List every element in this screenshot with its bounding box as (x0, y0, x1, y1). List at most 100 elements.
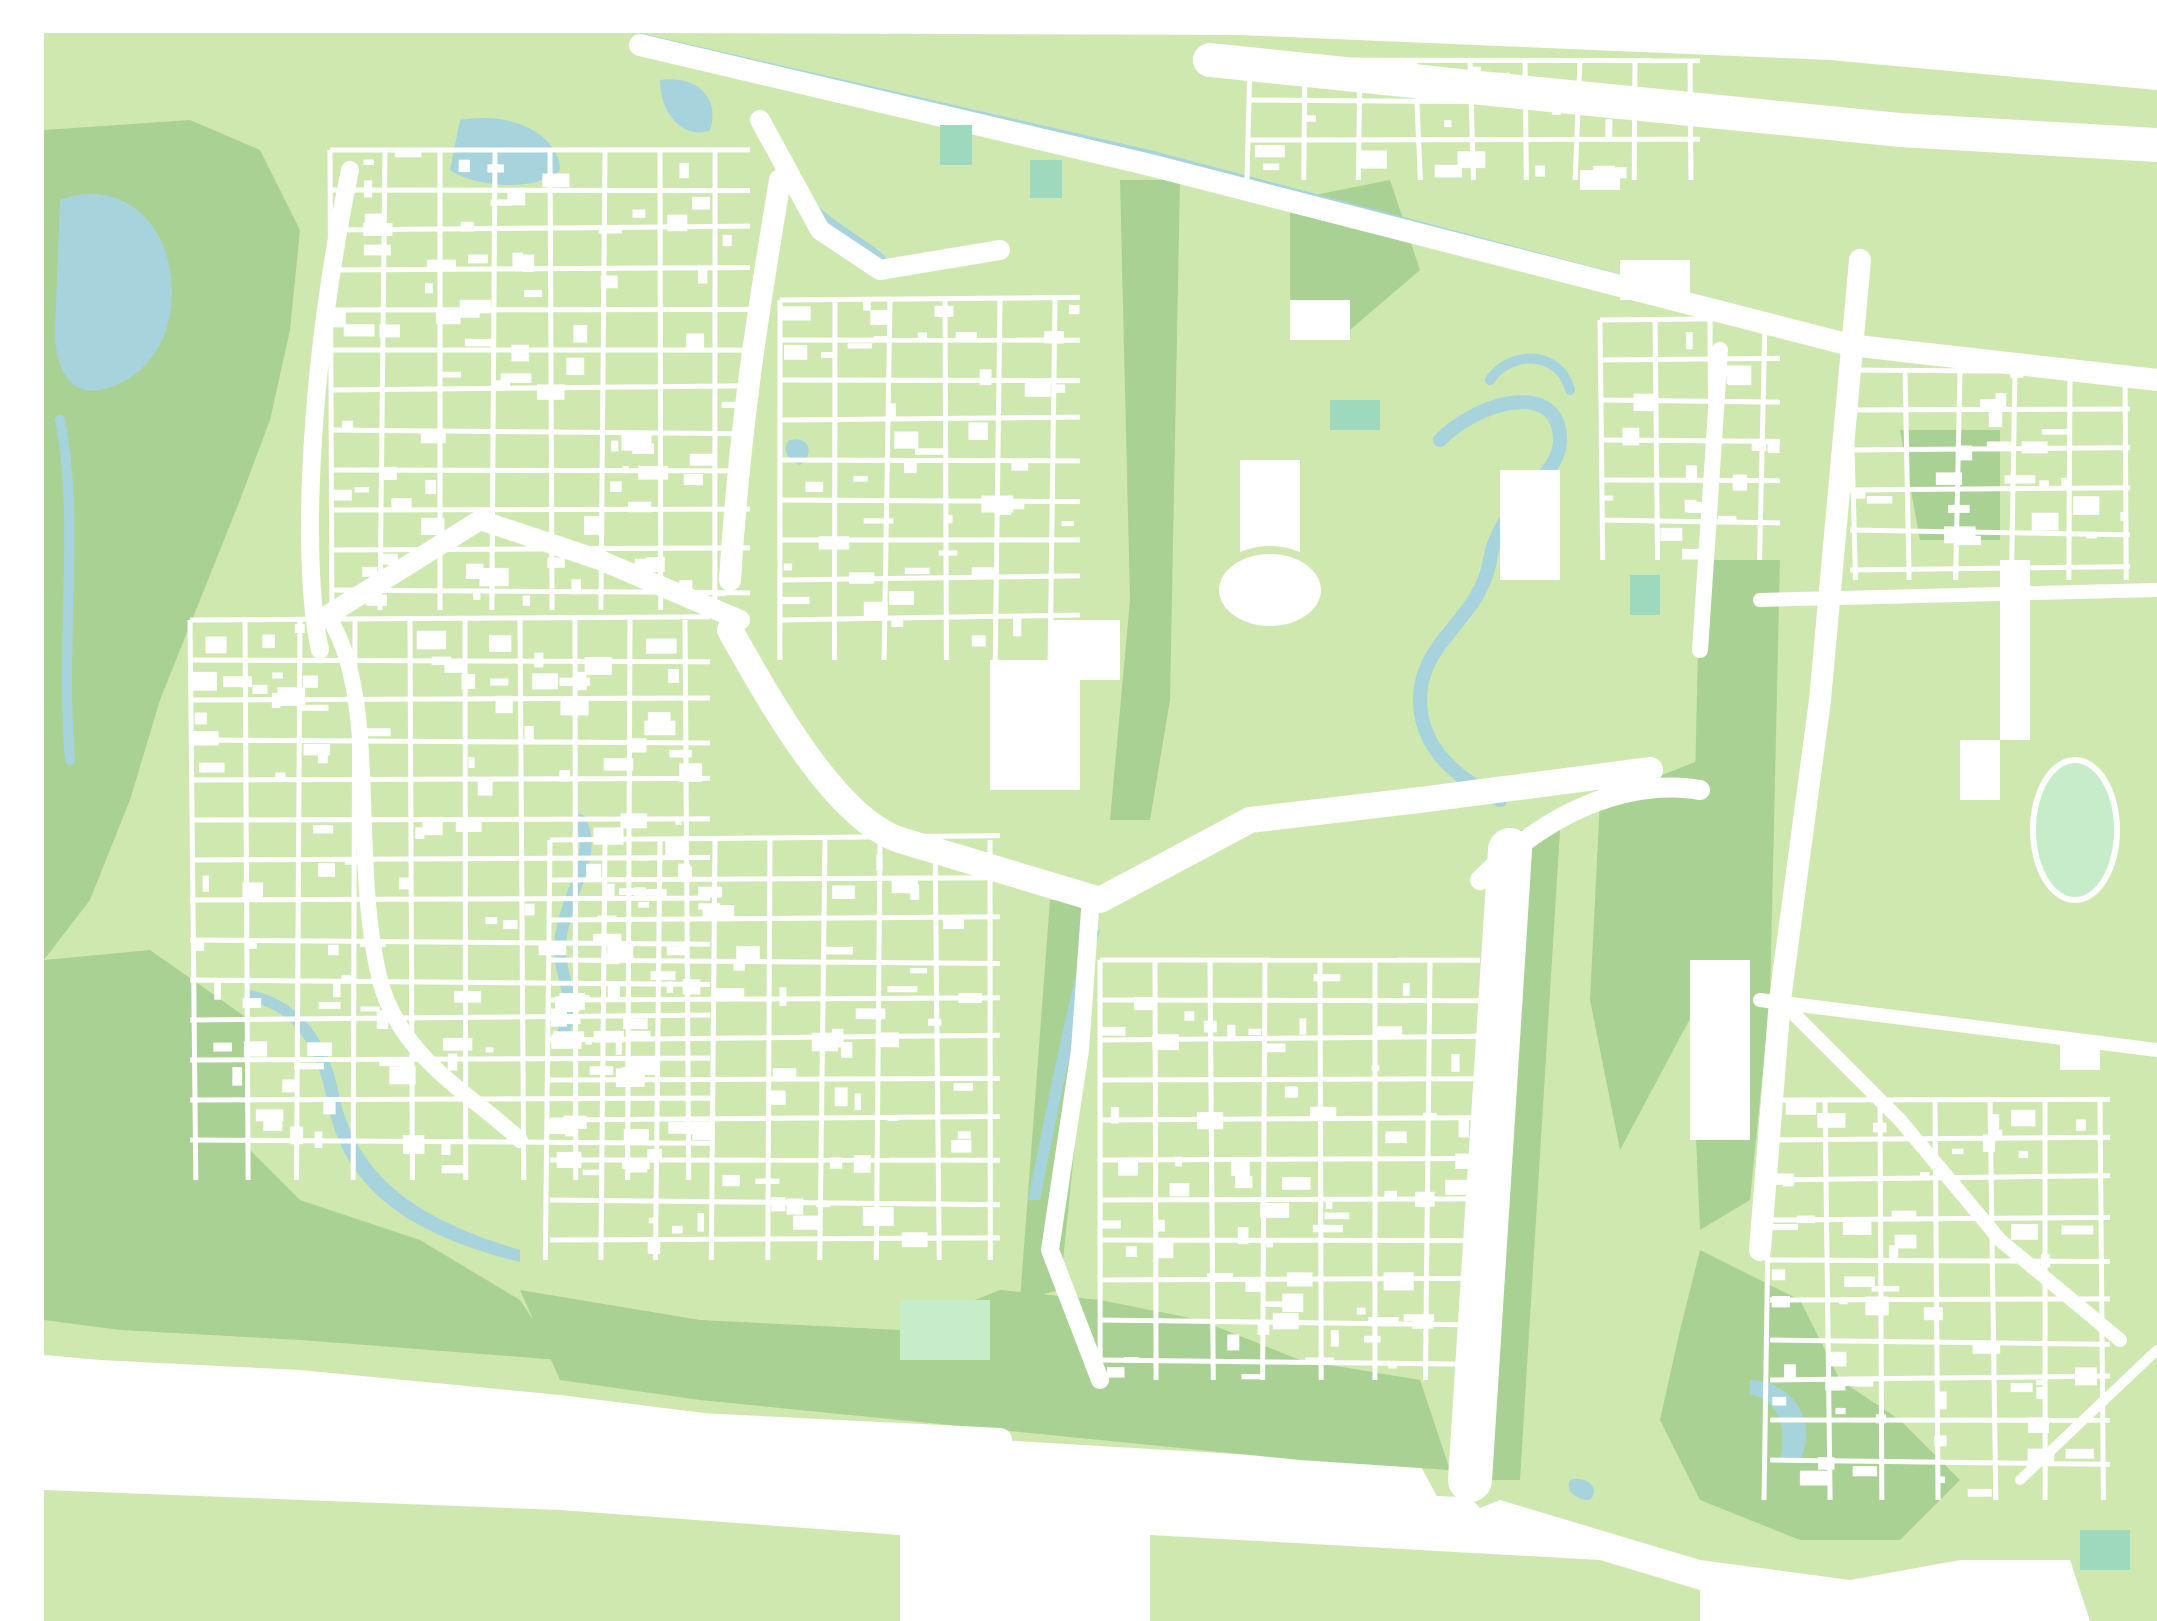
building (610, 481, 622, 492)
building (623, 1018, 648, 1030)
building (205, 636, 227, 654)
street (329, 427, 751, 437)
road-bridge (1470, 777, 1710, 890)
building (644, 720, 676, 736)
building (779, 987, 787, 1006)
building (489, 635, 512, 652)
building (909, 968, 927, 974)
building (821, 352, 837, 359)
street (932, 839, 942, 1261)
building (477, 778, 493, 796)
building (442, 371, 461, 378)
street (625, 619, 633, 1181)
building (1330, 1330, 1339, 1347)
building (1937, 1476, 1945, 1484)
building (1248, 1028, 1262, 1035)
building (2031, 512, 2059, 531)
building (668, 668, 679, 683)
building (542, 173, 570, 188)
building (968, 422, 988, 440)
building (460, 221, 474, 232)
building (1772, 1396, 1787, 1406)
building (821, 946, 853, 955)
building (522, 254, 535, 272)
building (894, 431, 919, 449)
building (1719, 365, 1752, 377)
building (294, 623, 305, 633)
building (1282, 1177, 1311, 1190)
building (1988, 1129, 2003, 1141)
building (847, 343, 872, 349)
pond-north-2 (660, 79, 713, 133)
street (881, 299, 893, 661)
building (507, 188, 526, 206)
street (489, 149, 498, 611)
building (1451, 1054, 1460, 1072)
building (455, 821, 482, 832)
street (652, 839, 663, 1261)
street (1301, 59, 1308, 181)
building (589, 1066, 614, 1075)
building (816, 1201, 830, 1208)
street (779, 294, 1081, 303)
highway-north (1193, 43, 2157, 162)
building (1227, 1024, 1236, 1039)
building (628, 501, 651, 513)
building (362, 728, 391, 737)
building (698, 903, 721, 910)
building (644, 889, 667, 896)
forest-center-strip (1110, 180, 1180, 820)
street (1099, 1155, 1481, 1163)
building (1771, 1296, 1790, 1308)
building (971, 635, 986, 647)
building (1844, 1276, 1875, 1287)
building (593, 933, 622, 946)
building (571, 579, 581, 595)
building (632, 209, 646, 218)
large-building (1690, 960, 1750, 1140)
street (1599, 397, 1781, 405)
building (698, 267, 708, 284)
building (378, 553, 398, 565)
building (333, 489, 352, 501)
building (360, 1006, 380, 1012)
building (692, 1121, 711, 1140)
building (1403, 62, 1414, 73)
building (1383, 1272, 1414, 1291)
building (1207, 1273, 1234, 1279)
building (714, 590, 726, 597)
building (1775, 1173, 1795, 1185)
street (657, 149, 664, 611)
building (2011, 1109, 2036, 1127)
street (1757, 319, 1768, 561)
building (603, 953, 620, 965)
building (678, 866, 692, 879)
building (1325, 1201, 1333, 1209)
building (675, 816, 682, 825)
building (1368, 1317, 1399, 1327)
street (1849, 485, 2131, 493)
building (626, 1030, 651, 1041)
building (904, 459, 917, 474)
building (692, 196, 710, 210)
building (1415, 1191, 1435, 1207)
building (1125, 1246, 1137, 1257)
building (2040, 1254, 2051, 1268)
building (619, 888, 647, 895)
road-layer (21, 34, 2157, 1543)
building (2018, 1150, 2029, 1158)
avenue-south (1041, 901, 1109, 1389)
street (329, 187, 751, 194)
building (870, 310, 888, 326)
building (551, 1008, 567, 1027)
street (1932, 1099, 1941, 1501)
building (679, 763, 702, 782)
building (667, 214, 688, 232)
building (1866, 496, 1893, 504)
building (511, 344, 529, 362)
building (243, 1041, 268, 1057)
building (566, 357, 585, 375)
large-building (1500, 470, 1560, 580)
building (603, 758, 634, 771)
